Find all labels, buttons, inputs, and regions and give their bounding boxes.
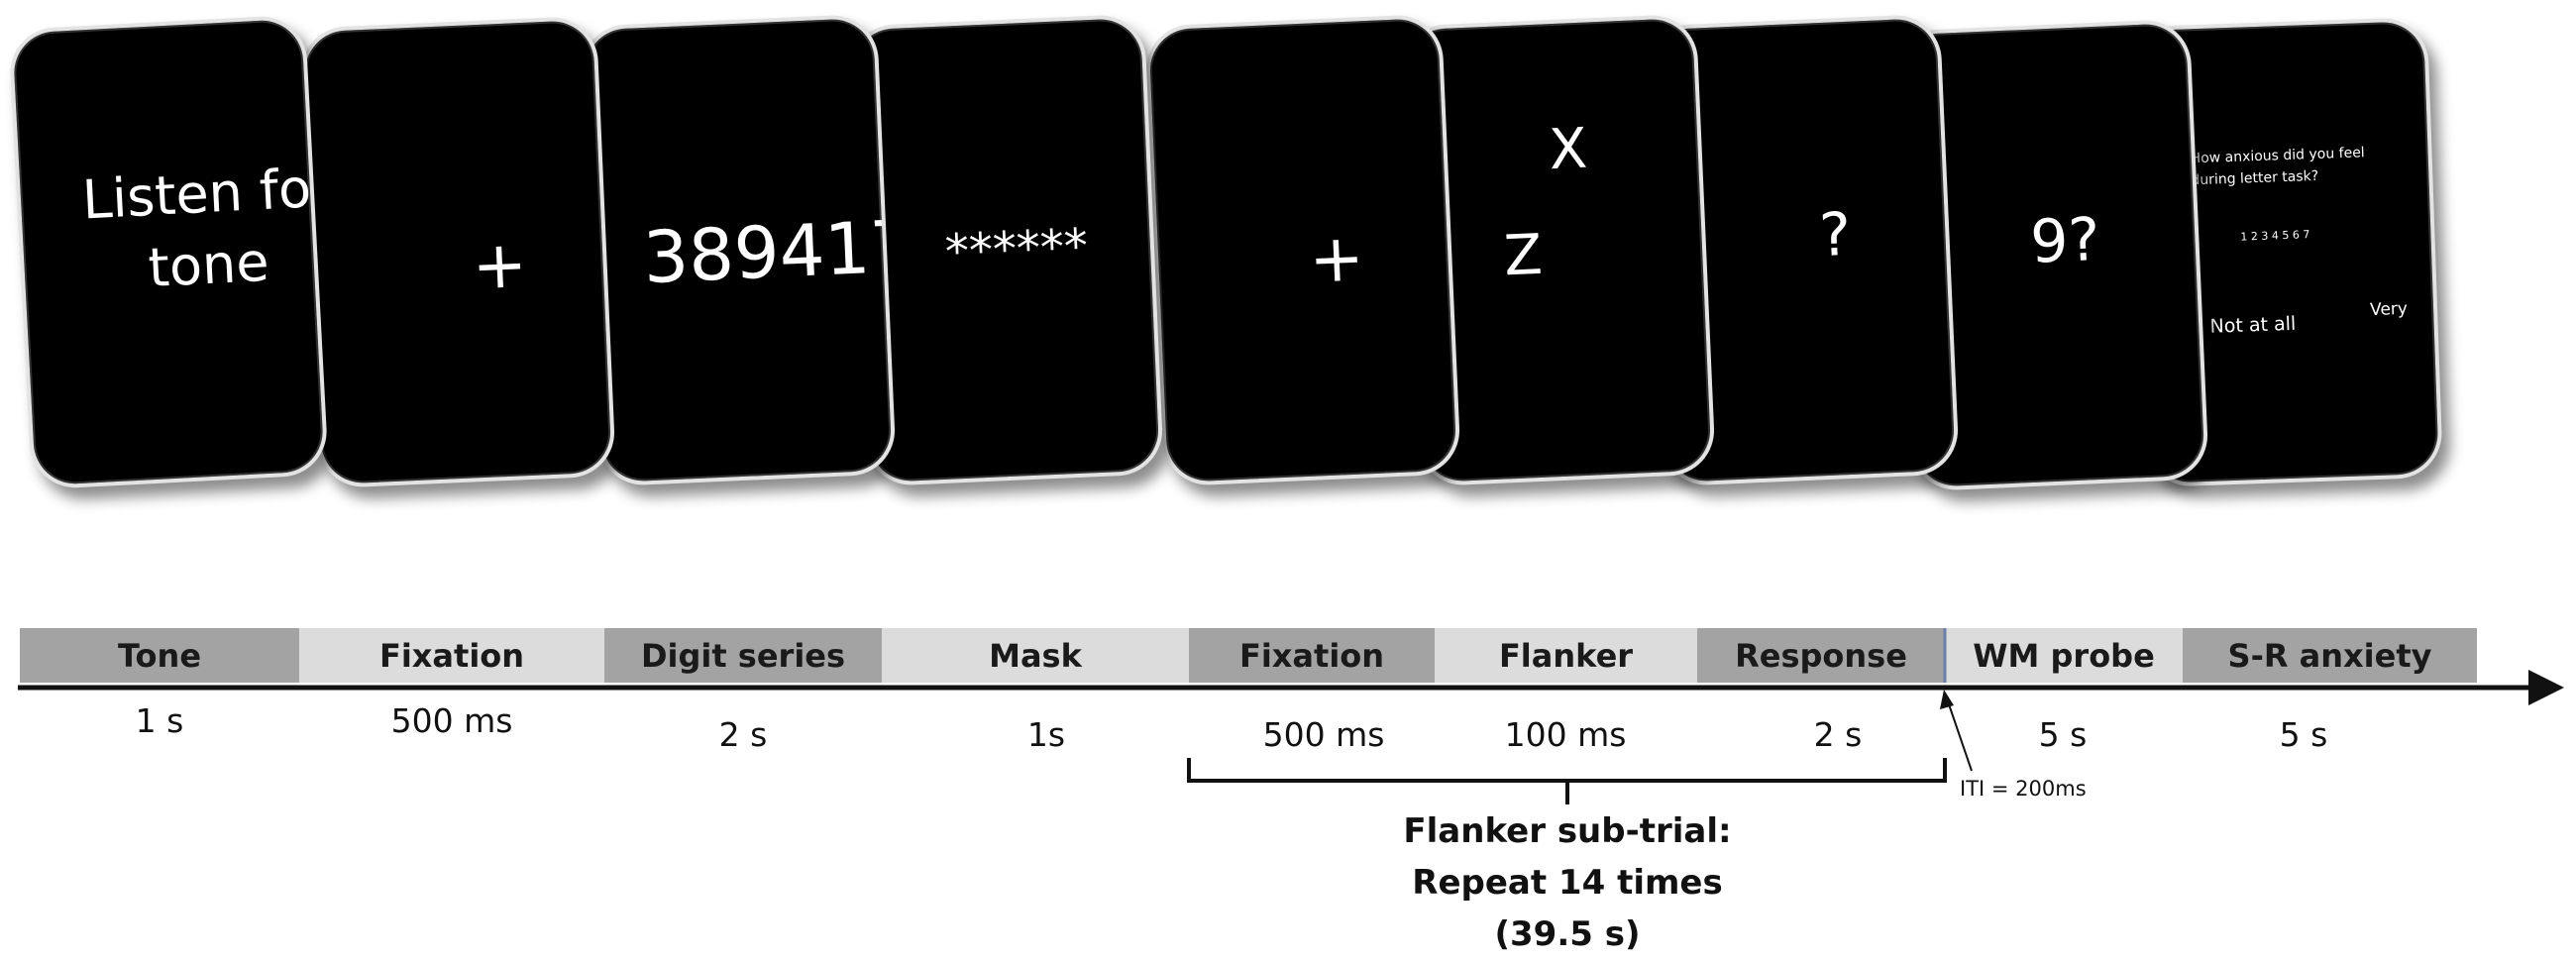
card-tone: Listen for tone <box>8 14 329 490</box>
segment-fixation-1: Fixation <box>299 628 604 683</box>
segment-sr-anxiety: S-R anxiety <box>2183 628 2477 683</box>
duration-response: 2 s <box>1813 715 1863 754</box>
flanker-x: X <box>1548 116 1589 183</box>
duration-fixation-1: 500 ms <box>390 701 513 740</box>
segment-response: Response <box>1697 628 1945 683</box>
subtrial-bracket <box>1187 758 1947 804</box>
sr-scale: 1 2 3 4 5 6 7 <box>2240 228 2310 244</box>
subtrial-line-2: Repeat 14 times <box>1412 863 1723 903</box>
iti-label: ITI = 200ms <box>1960 777 2087 801</box>
tone-line-2: tone <box>147 230 270 300</box>
segment-flanker: Flanker <box>1435 628 1697 683</box>
card-digit-series: 389417 <box>580 13 897 487</box>
duration-mask: 1s <box>1026 715 1066 754</box>
card-fixation-1: + <box>299 15 616 489</box>
mask-text: ****** <box>943 218 1090 280</box>
flanker-z: Z <box>1502 222 1544 289</box>
digit-series-text: 389417 <box>641 204 897 300</box>
iti-arrow-line <box>1946 697 1973 772</box>
segment-wm-probe: WM probe <box>1945 628 2183 683</box>
subtrial-line-3: (39.5 s) <box>1494 914 1641 954</box>
response-text: ? <box>1817 199 1853 271</box>
segment-tone: Tone <box>20 628 299 683</box>
tone-line-1: Listen for <box>80 156 329 232</box>
segment-fixation-2: Fixation <box>1189 628 1435 683</box>
sr-low-label: Not at all <box>2209 312 2297 338</box>
card-fixation-2: + <box>1144 13 1461 487</box>
segment-mask: Mask <box>882 628 1189 683</box>
card-mask: ****** <box>847 13 1164 487</box>
duration-sr-anxiety: 5 s <box>2279 715 2328 754</box>
sr-question: How anxious did you feel during letter t… <box>2190 145 2365 189</box>
subtrial-line-1: Flanker sub-trial: <box>1403 811 1732 851</box>
duration-flanker: 100 ms <box>1504 715 1627 754</box>
duration-digit-series: 2 s <box>718 715 768 754</box>
wm-probe-text: 9? <box>2028 204 2101 277</box>
fixation-2-plus: + <box>1307 219 1366 298</box>
iti-arrowhead <box>1940 690 1954 709</box>
duration-fixation-2: 500 ms <box>1262 715 1385 754</box>
segment-digit-series: Digit series <box>604 628 882 683</box>
sr-high-label: Very <box>2369 298 2409 321</box>
duration-tone: 1 s <box>135 701 184 740</box>
fixation-1-plus: + <box>470 225 529 305</box>
duration-wm-probe: 5 s <box>2038 715 2088 754</box>
subtrial-note: Flanker sub-trial: Repeat 14 times (39.5… <box>1369 805 1766 960</box>
timeline-arrowhead <box>2528 670 2564 705</box>
